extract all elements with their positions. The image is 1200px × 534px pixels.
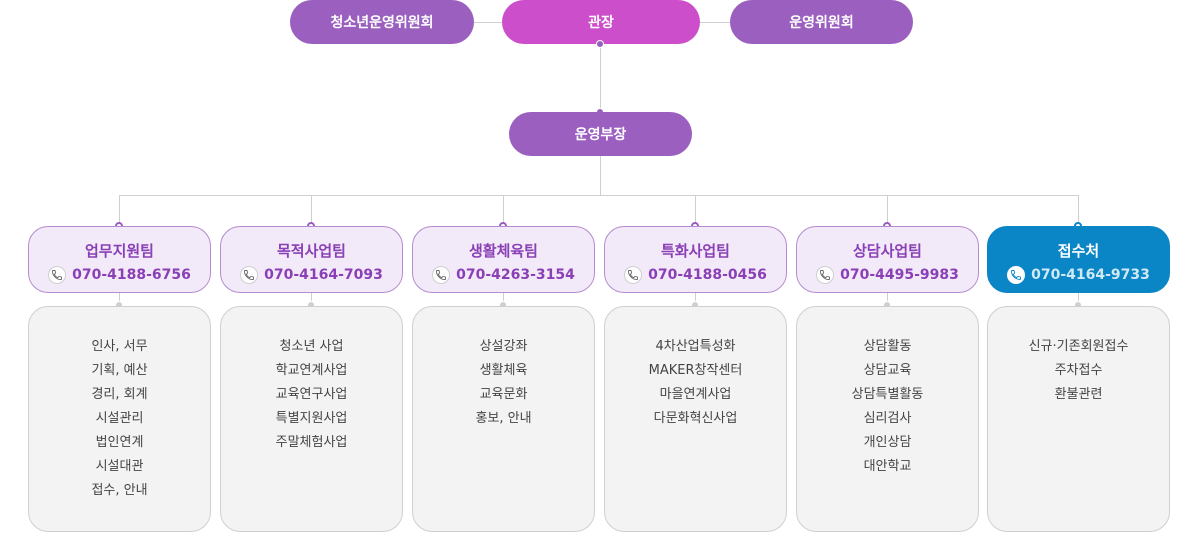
connector-duty-5 [887, 292, 888, 307]
duty-list: 상담활동 상담교육 상담특별활동 심리검사 개인상담 대안학교 [796, 306, 979, 532]
phone-icon [1007, 266, 1026, 284]
team-box: 특화사업팀 070-4188-0456 [604, 226, 787, 293]
duty-item: 대안학교 [863, 459, 912, 474]
duty-item: 시설대관 [95, 459, 144, 474]
team-phone: 070-4495-9983 [797, 266, 978, 284]
connector-team-1 [119, 195, 120, 227]
duty-item: 상설강좌 [479, 339, 528, 354]
duty-item: 심리검사 [863, 411, 912, 426]
duty-list: 신규·기존회원접수 주차접수 환불관련 [987, 306, 1170, 532]
phone-number[interactable]: 070-4188-6756 [72, 267, 191, 283]
connector-team-6 [1078, 195, 1079, 227]
connector-duty-4 [695, 292, 696, 307]
duty-list: 상설강좌 생활체육 교육문화 홍보, 안내 [412, 306, 595, 532]
operating-committee-node: 운영위원회 [730, 0, 913, 44]
connector-teams-horizontal [119, 195, 1079, 196]
duty-item: 상담활동 [863, 339, 912, 354]
youth-committee-node: 청소년운영위원회 [290, 0, 474, 44]
connector-duty-6 [1078, 292, 1079, 307]
duty-item: 주말체험사업 [275, 435, 348, 450]
duty-item: 교육문화 [479, 387, 528, 402]
phone-number[interactable]: 070-4188-0456 [648, 267, 767, 283]
duty-item: 홍보, 안내 [475, 411, 532, 426]
phone-icon [48, 266, 67, 284]
team-phone: 070-4164-7093 [221, 266, 402, 284]
connector-team-4 [695, 195, 696, 227]
duty-item: 신규·기존회원접수 [1028, 339, 1129, 354]
duty-item: 환불관련 [1054, 387, 1103, 402]
connector-duty-1 [119, 292, 120, 307]
team-phone: 070-4263-3154 [413, 266, 594, 284]
duty-item: 특별지원사업 [275, 411, 348, 426]
connector-team-3 [503, 195, 504, 227]
team-phone: 070-4188-0456 [605, 266, 786, 284]
team-phone: 070-4164-9733 [988, 266, 1169, 284]
duty-item: 개인상담 [863, 435, 912, 450]
duty-item: 다문화혁신사업 [653, 411, 738, 426]
duty-item: 상담특별활동 [851, 387, 924, 402]
director-connector-dot [596, 40, 604, 48]
connector-team-2 [311, 195, 312, 227]
phone-icon [624, 266, 643, 284]
connector-manager-to-teams [600, 156, 601, 196]
duty-item: 4차산업특성화 [655, 339, 736, 354]
team-box: 목적사업팀 070-4164-7093 [220, 226, 403, 293]
team-name: 상담사업팀 [852, 242, 922, 260]
duty-item: 학교연계사업 [275, 363, 348, 378]
phone-icon [816, 266, 835, 284]
phone-icon [432, 266, 451, 284]
team-box-reception: 접수처 070-4164-9733 [987, 226, 1170, 293]
team-name: 업무지원팀 [84, 242, 154, 260]
duty-item: 상담교육 [863, 363, 912, 378]
team-name: 목적사업팀 [276, 242, 346, 260]
team-box: 생활체육팀 070-4263-3154 [412, 226, 595, 293]
duty-item: 청소년 사업 [279, 339, 344, 354]
connector-director-to-manager [600, 45, 601, 112]
phone-icon [240, 266, 259, 284]
team-box: 업무지원팀 070-4188-6756 [28, 226, 211, 293]
team-box: 상담사업팀 070-4495-9983 [796, 226, 979, 293]
phone-number[interactable]: 070-4263-3154 [456, 267, 575, 283]
duty-list: 인사, 서무 기획, 예산 경리, 회계 시설관리 법인연계 시설대관 접수, … [28, 306, 211, 532]
team-name: 접수처 [1057, 242, 1100, 260]
duty-list: 4차산업특성화 MAKER창작센터 마을연계사업 다문화혁신사업 [604, 306, 787, 532]
connector-duty-2 [311, 292, 312, 307]
phone-number[interactable]: 070-4164-9733 [1031, 267, 1150, 283]
duty-item: 인사, 서무 [91, 339, 148, 354]
manager-node: 운영부장 [509, 112, 692, 156]
team-name: 특화사업팀 [660, 242, 730, 260]
duty-item: 경리, 회계 [91, 387, 148, 402]
team-name: 생활체육팀 [468, 242, 538, 260]
phone-number[interactable]: 070-4495-9983 [840, 267, 959, 283]
duty-item: 마을연계사업 [659, 387, 732, 402]
duty-item: 교육연구사업 [275, 387, 348, 402]
duty-list: 청소년 사업 학교연계사업 교육연구사업 특별지원사업 주말체험사업 [220, 306, 403, 532]
connector-team-5 [887, 195, 888, 227]
duty-item: 법인연계 [95, 435, 144, 450]
duty-item: 주차접수 [1054, 363, 1103, 378]
duty-item: 생활체육 [479, 363, 528, 378]
director-node: 관장 [502, 0, 700, 44]
duty-item: 시설관리 [95, 411, 144, 426]
duty-item: 접수, 안내 [91, 483, 148, 498]
duty-item: MAKER창작센터 [648, 363, 743, 378]
duty-item: 기획, 예산 [91, 363, 148, 378]
team-phone: 070-4188-6756 [29, 266, 210, 284]
phone-number[interactable]: 070-4164-7093 [264, 267, 383, 283]
connector-duty-3 [503, 292, 504, 307]
